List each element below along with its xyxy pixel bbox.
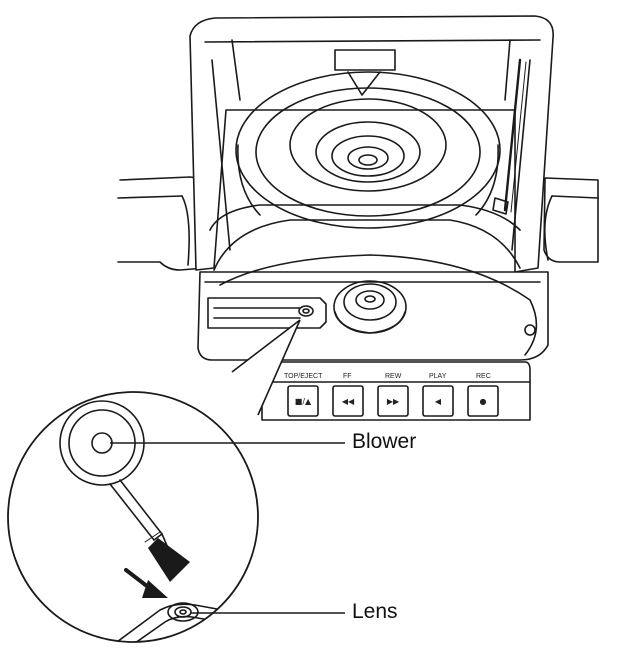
button-label-rec: REC xyxy=(476,373,491,380)
stop-eject-icon: ■/▲ xyxy=(295,397,312,406)
fast-forward-icon: ◀◀ xyxy=(342,397,355,406)
button-label-ff: FF xyxy=(343,373,352,380)
button-label-play: PLAY xyxy=(429,373,447,380)
record-icon: ● xyxy=(480,397,487,406)
button-label-stop-eject: TOP/EJECT xyxy=(284,373,323,380)
magnified-inset xyxy=(8,320,300,662)
front-button-panel xyxy=(245,362,530,420)
rewind-icon: ▶▶ xyxy=(387,397,400,406)
play-icon: ◀ xyxy=(435,397,442,406)
button-label-rew: REW xyxy=(385,373,402,380)
blower-label: Blower xyxy=(352,430,416,454)
open-lid xyxy=(190,16,553,272)
right-side-handle xyxy=(544,178,598,262)
left-side-handle xyxy=(118,177,205,270)
lens-label: Lens xyxy=(352,600,398,624)
